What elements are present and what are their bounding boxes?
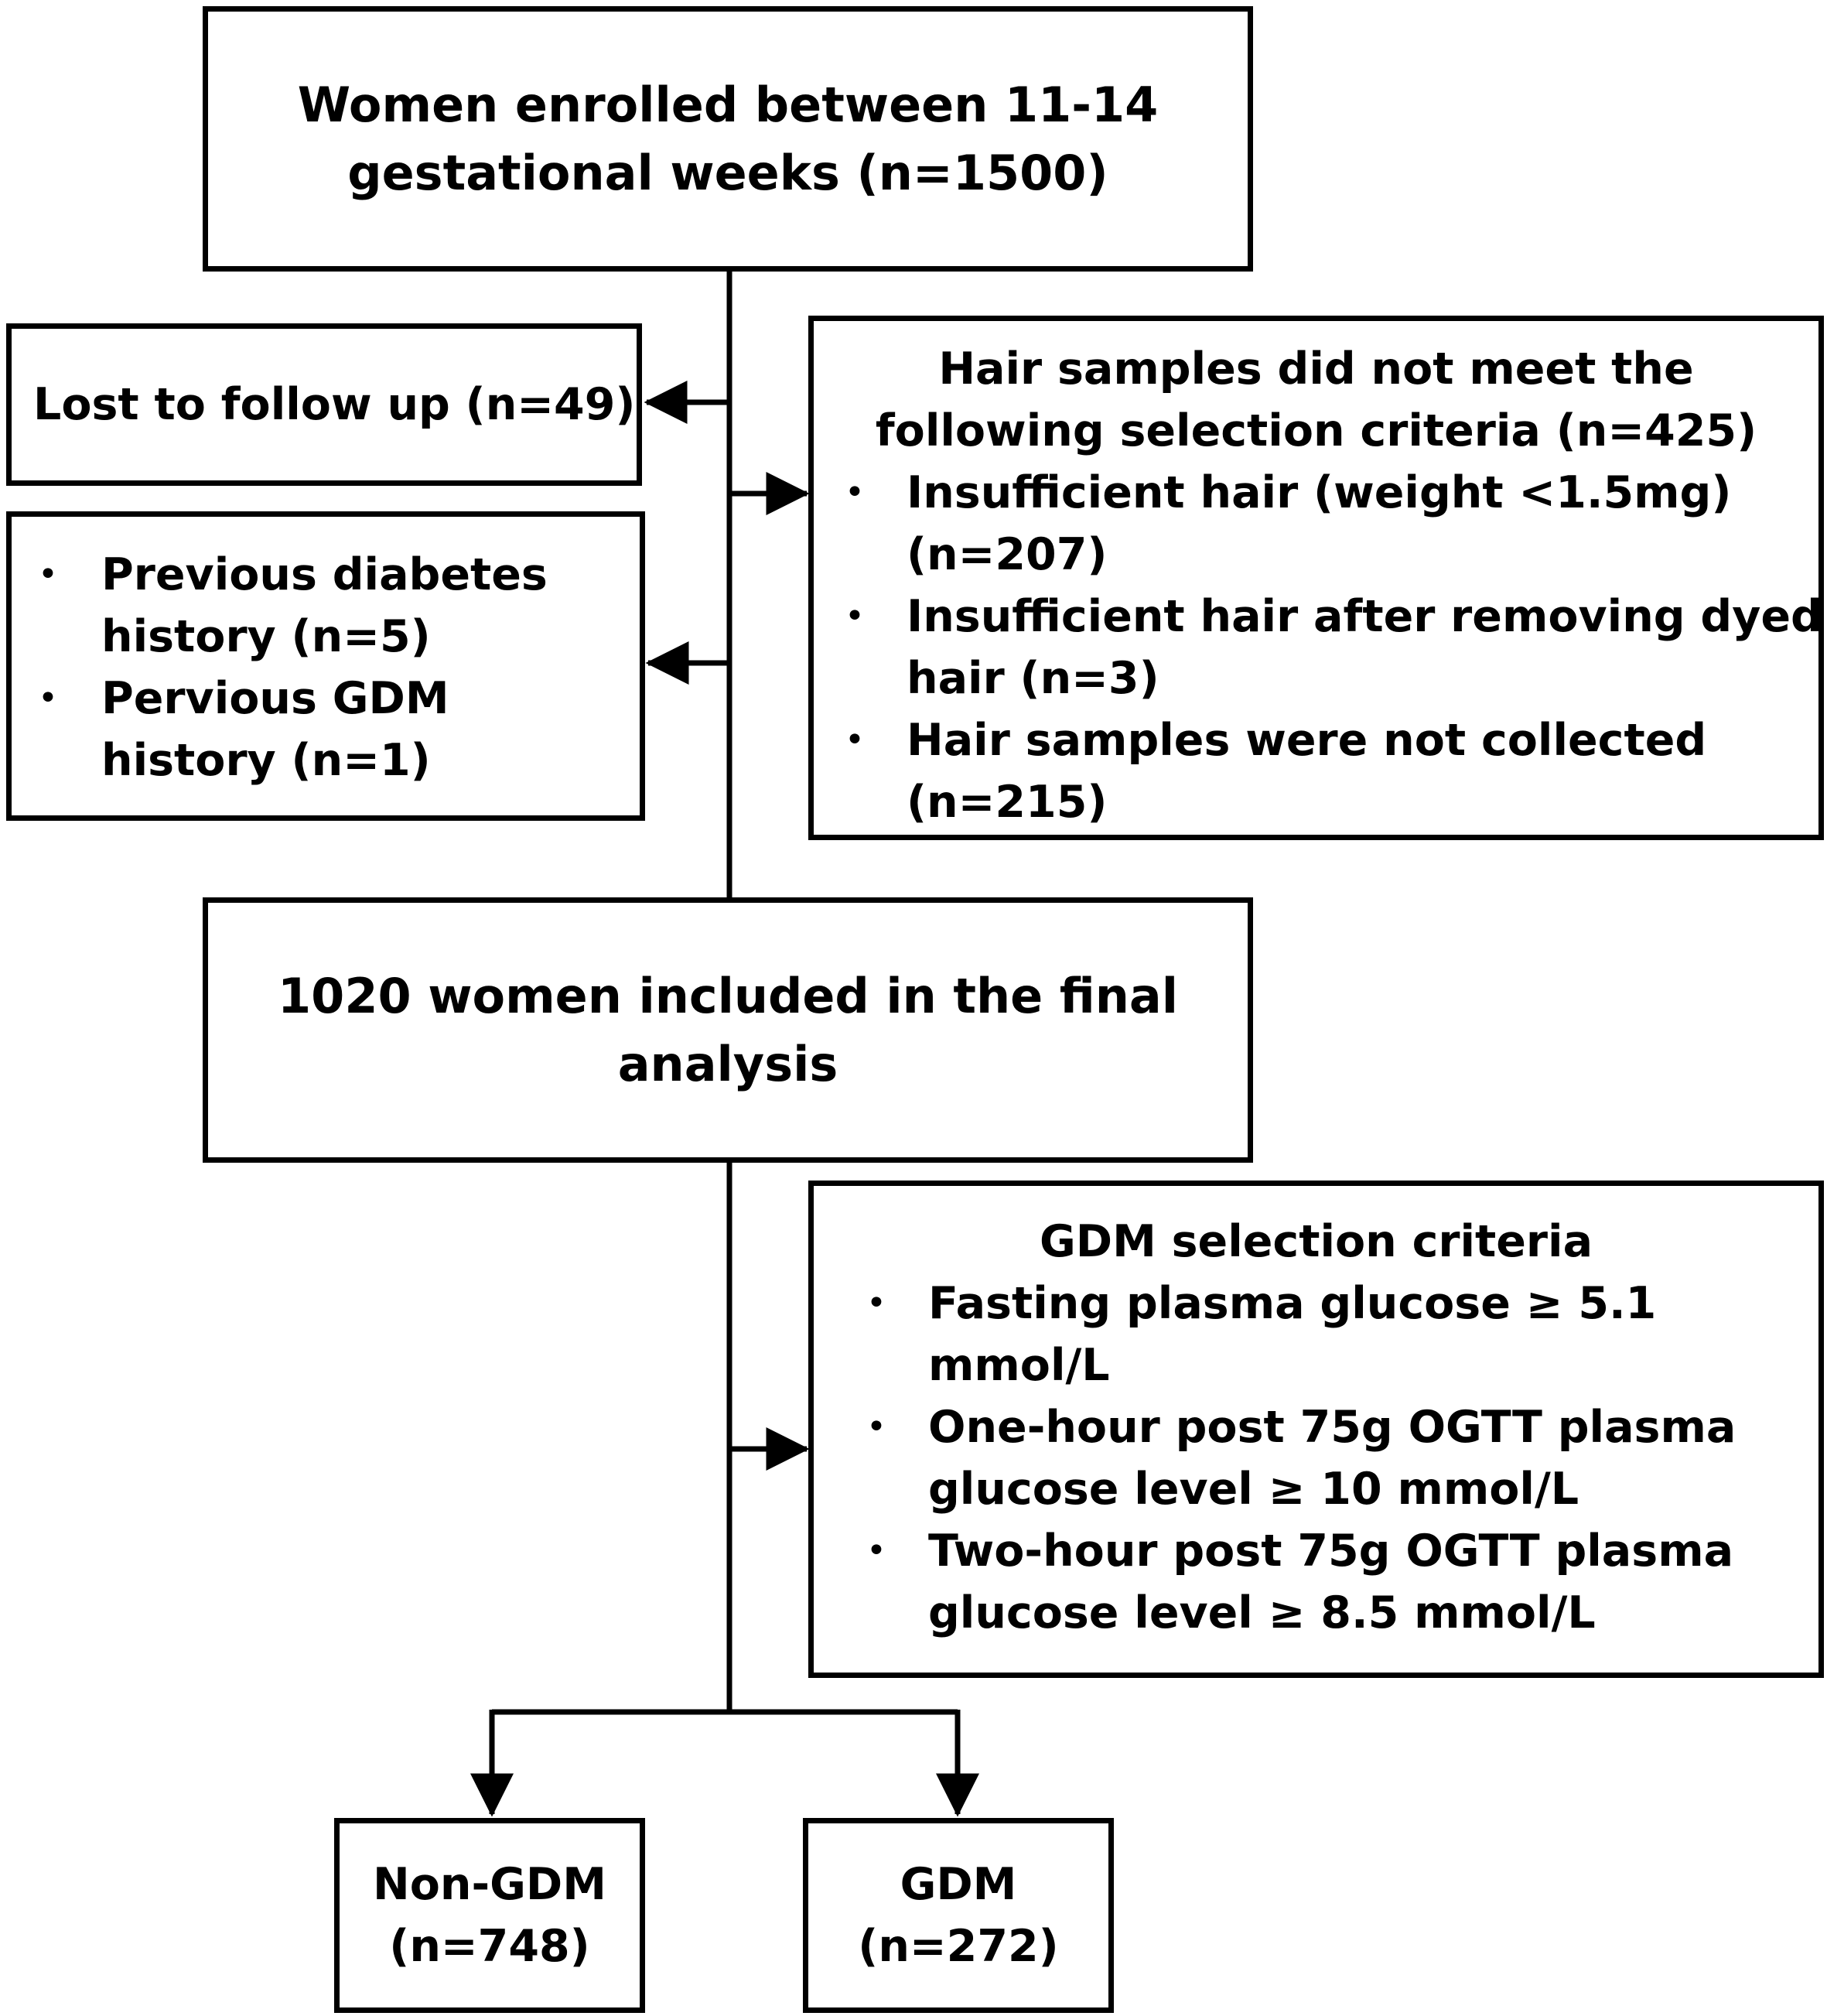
bullet-icon: • xyxy=(38,678,58,718)
hair-title-line-2: following selection criteria (n=425) xyxy=(875,405,1757,456)
non-gdm-box: Non-GDM (n=748) xyxy=(334,1818,645,2013)
lost-follow-up-box: Lost to follow up (n=49) xyxy=(6,323,642,486)
non-gdm-label: Non-GDM xyxy=(373,1859,606,1910)
hair-item-line: (n=207) xyxy=(907,529,1108,580)
list-item: • Fasting plasma glucose ≥ 5.1 mmol/L xyxy=(814,1273,1818,1396)
bullet-icon: • xyxy=(845,596,865,636)
history-item-line: Previous diabetes xyxy=(101,549,548,600)
final-line-1: 1020 women included in the final xyxy=(278,967,1178,1024)
bullet-icon: • xyxy=(866,1407,886,1447)
final-line-2: analysis xyxy=(617,1035,838,1092)
bullet-icon: • xyxy=(845,473,865,512)
list-item: • Two-hour post 75g OGTT plasma glucose … xyxy=(814,1520,1818,1644)
history-list: • Previous diabetes history (n=5) • Perv… xyxy=(12,544,640,791)
hair-exclusion-title: Hair samples did not meet the following … xyxy=(814,338,1818,462)
list-item: • Hair samples were not collected (n=215… xyxy=(814,709,1818,833)
gdm-box: GDM (n=272) xyxy=(803,1818,1114,2013)
gdm-criteria-line: mmol/L xyxy=(928,1340,1110,1391)
bullet-icon: • xyxy=(845,720,865,760)
gdm-count: (n=272) xyxy=(858,1921,1059,1972)
list-item: • Pervious GDM history (n=1) xyxy=(12,668,640,791)
gdm-criteria-line: Fasting plasma glucose ≥ 5.1 xyxy=(928,1278,1657,1329)
enrolled-line-2: gestational weeks (n=1500) xyxy=(347,144,1108,201)
hair-item-line: Insufficient hair after removing dyed xyxy=(907,591,1822,642)
non-gdm-count: (n=748) xyxy=(389,1921,590,1972)
history-item-line: history (n=5) xyxy=(101,611,431,662)
gdm-label: GDM xyxy=(900,1859,1017,1910)
gdm-criteria-list: • Fasting plasma glucose ≥ 5.1 mmol/L • … xyxy=(814,1273,1818,1644)
history-exclusion-box: • Previous diabetes history (n=5) • Perv… xyxy=(6,511,645,821)
gdm-criteria-line: One-hour post 75g OGTT plasma xyxy=(928,1402,1737,1453)
gdm-criteria-box: GDM selection criteria • Fasting plasma … xyxy=(808,1181,1824,1678)
list-item: • Insufficient hair after removing dyed … xyxy=(814,586,1822,709)
gdm-criteria-line: Two-hour post 75g OGTT plasma xyxy=(928,1526,1734,1577)
bullet-icon: • xyxy=(38,555,58,594)
list-item: • Previous diabetes history (n=5) xyxy=(12,544,640,668)
final-analysis-box: 1020 women included in the final analysi… xyxy=(203,897,1253,1163)
hair-exclusion-list: • Insufficient hair (weight <1.5mg) (n=2… xyxy=(814,462,1822,833)
hair-exclusion-box: Hair samples did not meet the following … xyxy=(808,316,1824,840)
list-item: • Insufficient hair (weight <1.5mg) (n=2… xyxy=(814,462,1818,586)
lost-follow-up-text: Lost to follow up (n=49) xyxy=(33,379,636,430)
gdm-criteria-line: glucose level ≥ 8.5 mmol/L xyxy=(928,1587,1596,1638)
bullet-icon: • xyxy=(866,1283,886,1323)
hair-item-line: Hair samples were not collected xyxy=(907,715,1707,766)
enrolled-line-1: Women enrolled between 11-14 xyxy=(297,76,1159,133)
hair-item-line: hair (n=3) xyxy=(907,653,1159,704)
history-item-line: history (n=1) xyxy=(101,735,431,786)
history-item-line: Pervious GDM xyxy=(101,673,449,724)
gdm-criteria-line: glucose level ≥ 10 mmol/L xyxy=(928,1464,1579,1515)
bullet-icon: • xyxy=(866,1531,886,1570)
list-item: • One-hour post 75g OGTT plasma glucose … xyxy=(814,1396,1818,1520)
enrolled-box: Women enrolled between 11-14 gestational… xyxy=(203,6,1253,272)
gdm-criteria-title: GDM selection criteria xyxy=(1039,1216,1593,1267)
hair-item-line: (n=215) xyxy=(907,777,1108,828)
hair-title-line-1: Hair samples did not meet the xyxy=(938,343,1694,395)
hair-item-line: Insufficient hair (weight <1.5mg) xyxy=(907,467,1732,518)
